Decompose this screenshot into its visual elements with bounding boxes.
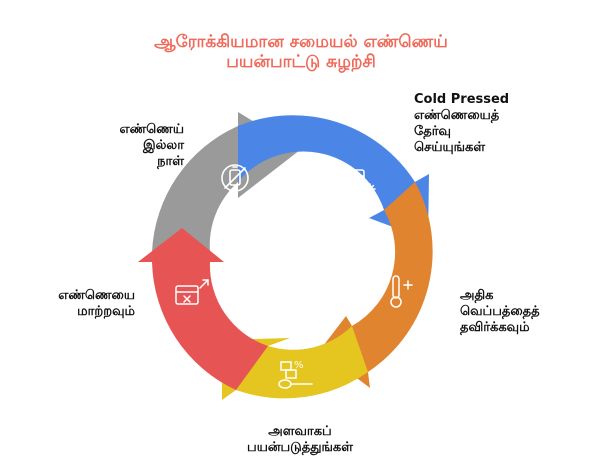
label-use-sparingly-line-1: அளவாகப் bbox=[268, 424, 332, 439]
label-change-oil-line-1: எண்ணெயை bbox=[58, 288, 135, 303]
label-cold-pressed-line-3: தேர்வு bbox=[414, 124, 451, 139]
title-line-1: ஆரோக்கியமான சமையல் எண்ணெய் bbox=[154, 32, 448, 52]
label-cold-pressed: Cold Pressed எண்ணெயைத் தேர்வு செய்யுங்கள… bbox=[414, 92, 509, 156]
box-snowflake-icon bbox=[343, 169, 376, 195]
diagram-title: ஆரோக்கியமான சமையல் எண்ணெய் பயன்பாட்டு சு… bbox=[0, 32, 602, 72]
label-oil-free-day: எண்ணெய் இல்லா நாள் bbox=[0, 122, 185, 170]
label-avoid-heat-line-1: அதிக bbox=[460, 288, 494, 303]
no-oil-bottle-icon bbox=[221, 164, 249, 192]
label-use-sparingly: அளவாகப் பயன்படுத்துங்கள் bbox=[200, 424, 400, 456]
thermometer-plus-icon bbox=[390, 275, 413, 308]
label-cold-pressed-line-4: செய்யுங்கள் bbox=[414, 140, 486, 155]
container-swap-icon bbox=[175, 279, 209, 305]
segment-cold-pressed bbox=[238, 115, 429, 240]
label-cold-pressed-line-2: எண்ணெயைத் bbox=[414, 108, 500, 123]
svg-text:%: % bbox=[294, 360, 304, 371]
label-oil-free-day-line-3: நாள் bbox=[157, 154, 184, 169]
label-avoid-heat-line-2: வெப்பத்தைத் bbox=[460, 304, 540, 319]
label-oil-free-day-line-1: எண்ணெய் bbox=[119, 122, 185, 137]
title-line-2: பயன்பாட்டு சுழற்சி bbox=[226, 52, 376, 72]
measuring-spoon-percent-icon: % bbox=[278, 360, 313, 389]
segment-change-oil bbox=[138, 228, 268, 390]
label-cold-pressed-line-1: Cold Pressed bbox=[414, 92, 510, 107]
label-use-sparingly-line-2: பயன்படுத்துங்கள் bbox=[247, 440, 353, 455]
label-avoid-heat-line-3: தவிர்க்கவும் bbox=[460, 320, 530, 335]
label-oil-free-day-line-2: இல்லா bbox=[142, 138, 184, 153]
label-change-oil: எண்ணெயை மாற்றவும் bbox=[0, 288, 135, 320]
label-change-oil-line-2: மாற்றவும் bbox=[77, 304, 135, 319]
label-avoid-heat: அதிக வெப்பத்தைத் தவிர்க்கவும் bbox=[460, 288, 540, 336]
